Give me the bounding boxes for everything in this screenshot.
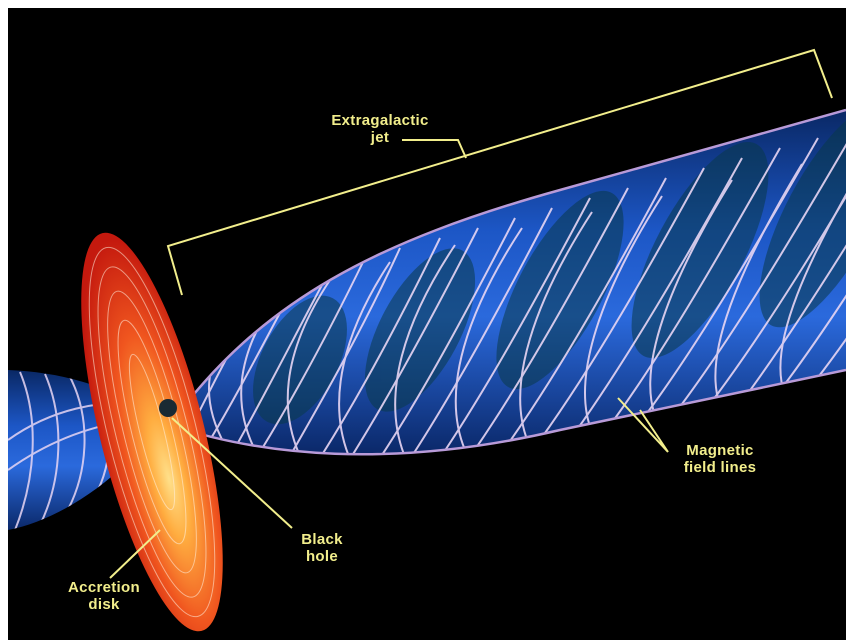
black-hole-label: Black hole xyxy=(272,531,372,565)
magnetic-field-lines-label: Magnetic field lines xyxy=(660,442,780,476)
black-hole xyxy=(159,399,177,417)
accretion-disk-label: Accretion disk xyxy=(44,579,164,613)
extragalactic-jet-label: Extragalactic jet xyxy=(300,112,460,146)
